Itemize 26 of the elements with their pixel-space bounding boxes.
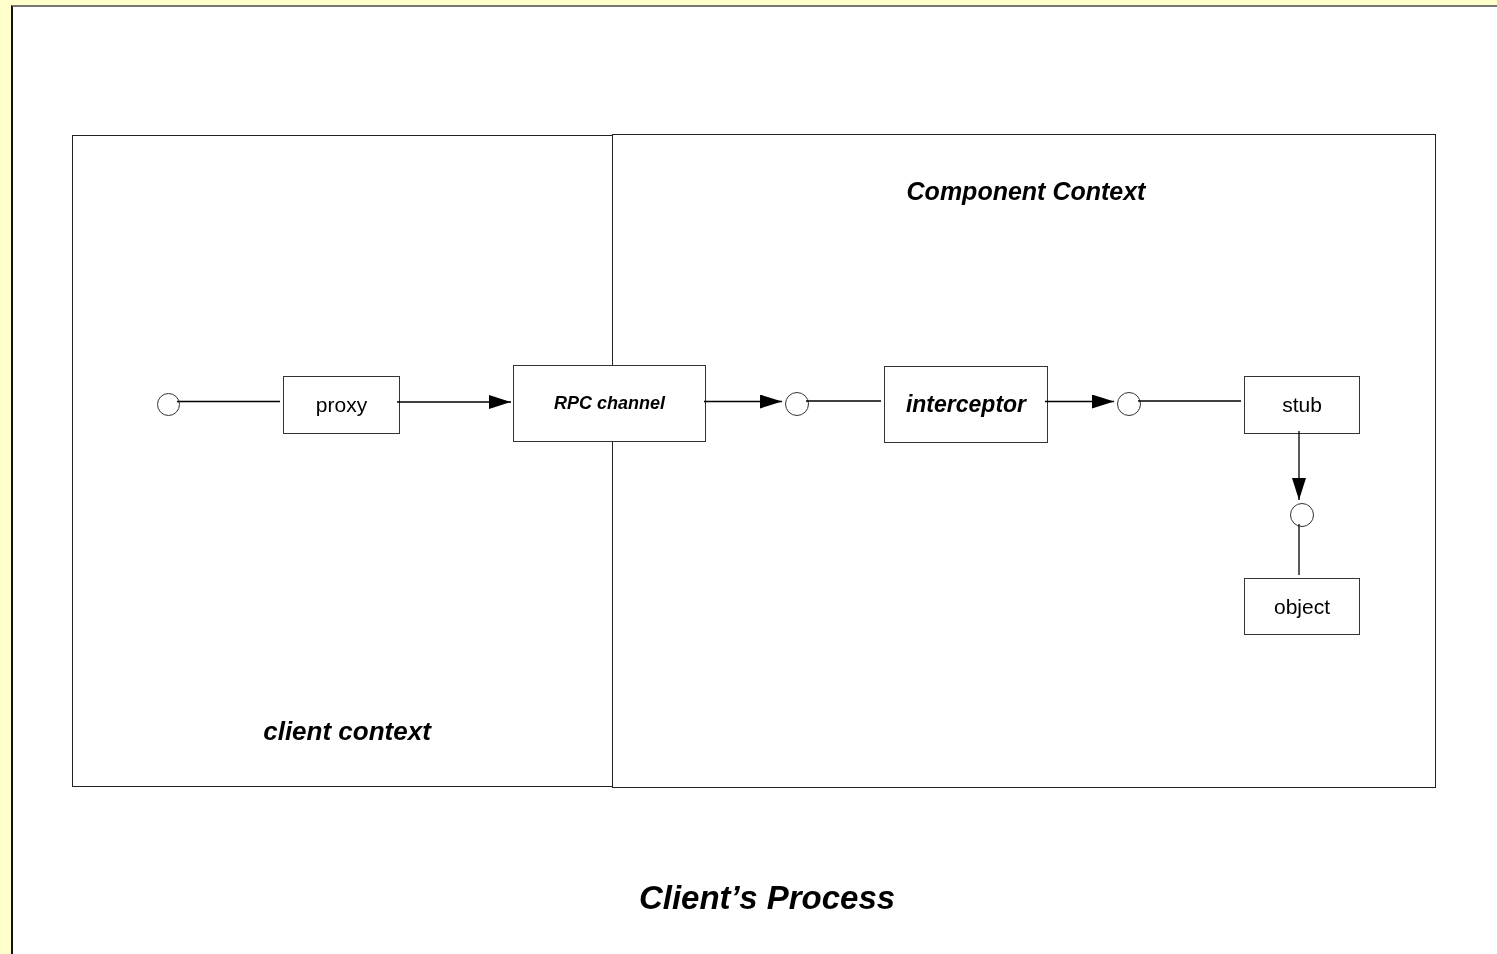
interface-circle bbox=[157, 393, 180, 416]
interface-circle bbox=[1290, 503, 1314, 527]
component-label: interceptor bbox=[905, 391, 1027, 418]
arrow bbox=[703, 394, 783, 409]
connector-line bbox=[1137, 400, 1242, 402]
process-frame bbox=[11, 5, 1497, 954]
interface-circle bbox=[785, 392, 809, 416]
component-label: RPC channel bbox=[554, 393, 665, 414]
component-label: stub bbox=[1282, 393, 1322, 417]
component-box bbox=[1244, 578, 1360, 635]
component-label: object bbox=[1273, 594, 1330, 619]
context-label: Component Context bbox=[906, 176, 1146, 206]
component-label: proxy bbox=[315, 393, 368, 417]
component-box bbox=[1244, 376, 1360, 434]
interface-circle bbox=[1117, 392, 1141, 416]
arrow bbox=[396, 395, 512, 409]
connector-line bbox=[176, 400, 281, 403]
connector-line bbox=[805, 400, 882, 402]
process-title: Client’s Process bbox=[638, 879, 896, 917]
component-box bbox=[513, 365, 706, 442]
arrow bbox=[1044, 394, 1115, 409]
component-box bbox=[283, 376, 400, 434]
context-label: client context bbox=[263, 715, 431, 747]
component-box bbox=[884, 366, 1048, 443]
arrow bbox=[1292, 430, 1306, 501]
connector-line bbox=[1298, 523, 1300, 576]
